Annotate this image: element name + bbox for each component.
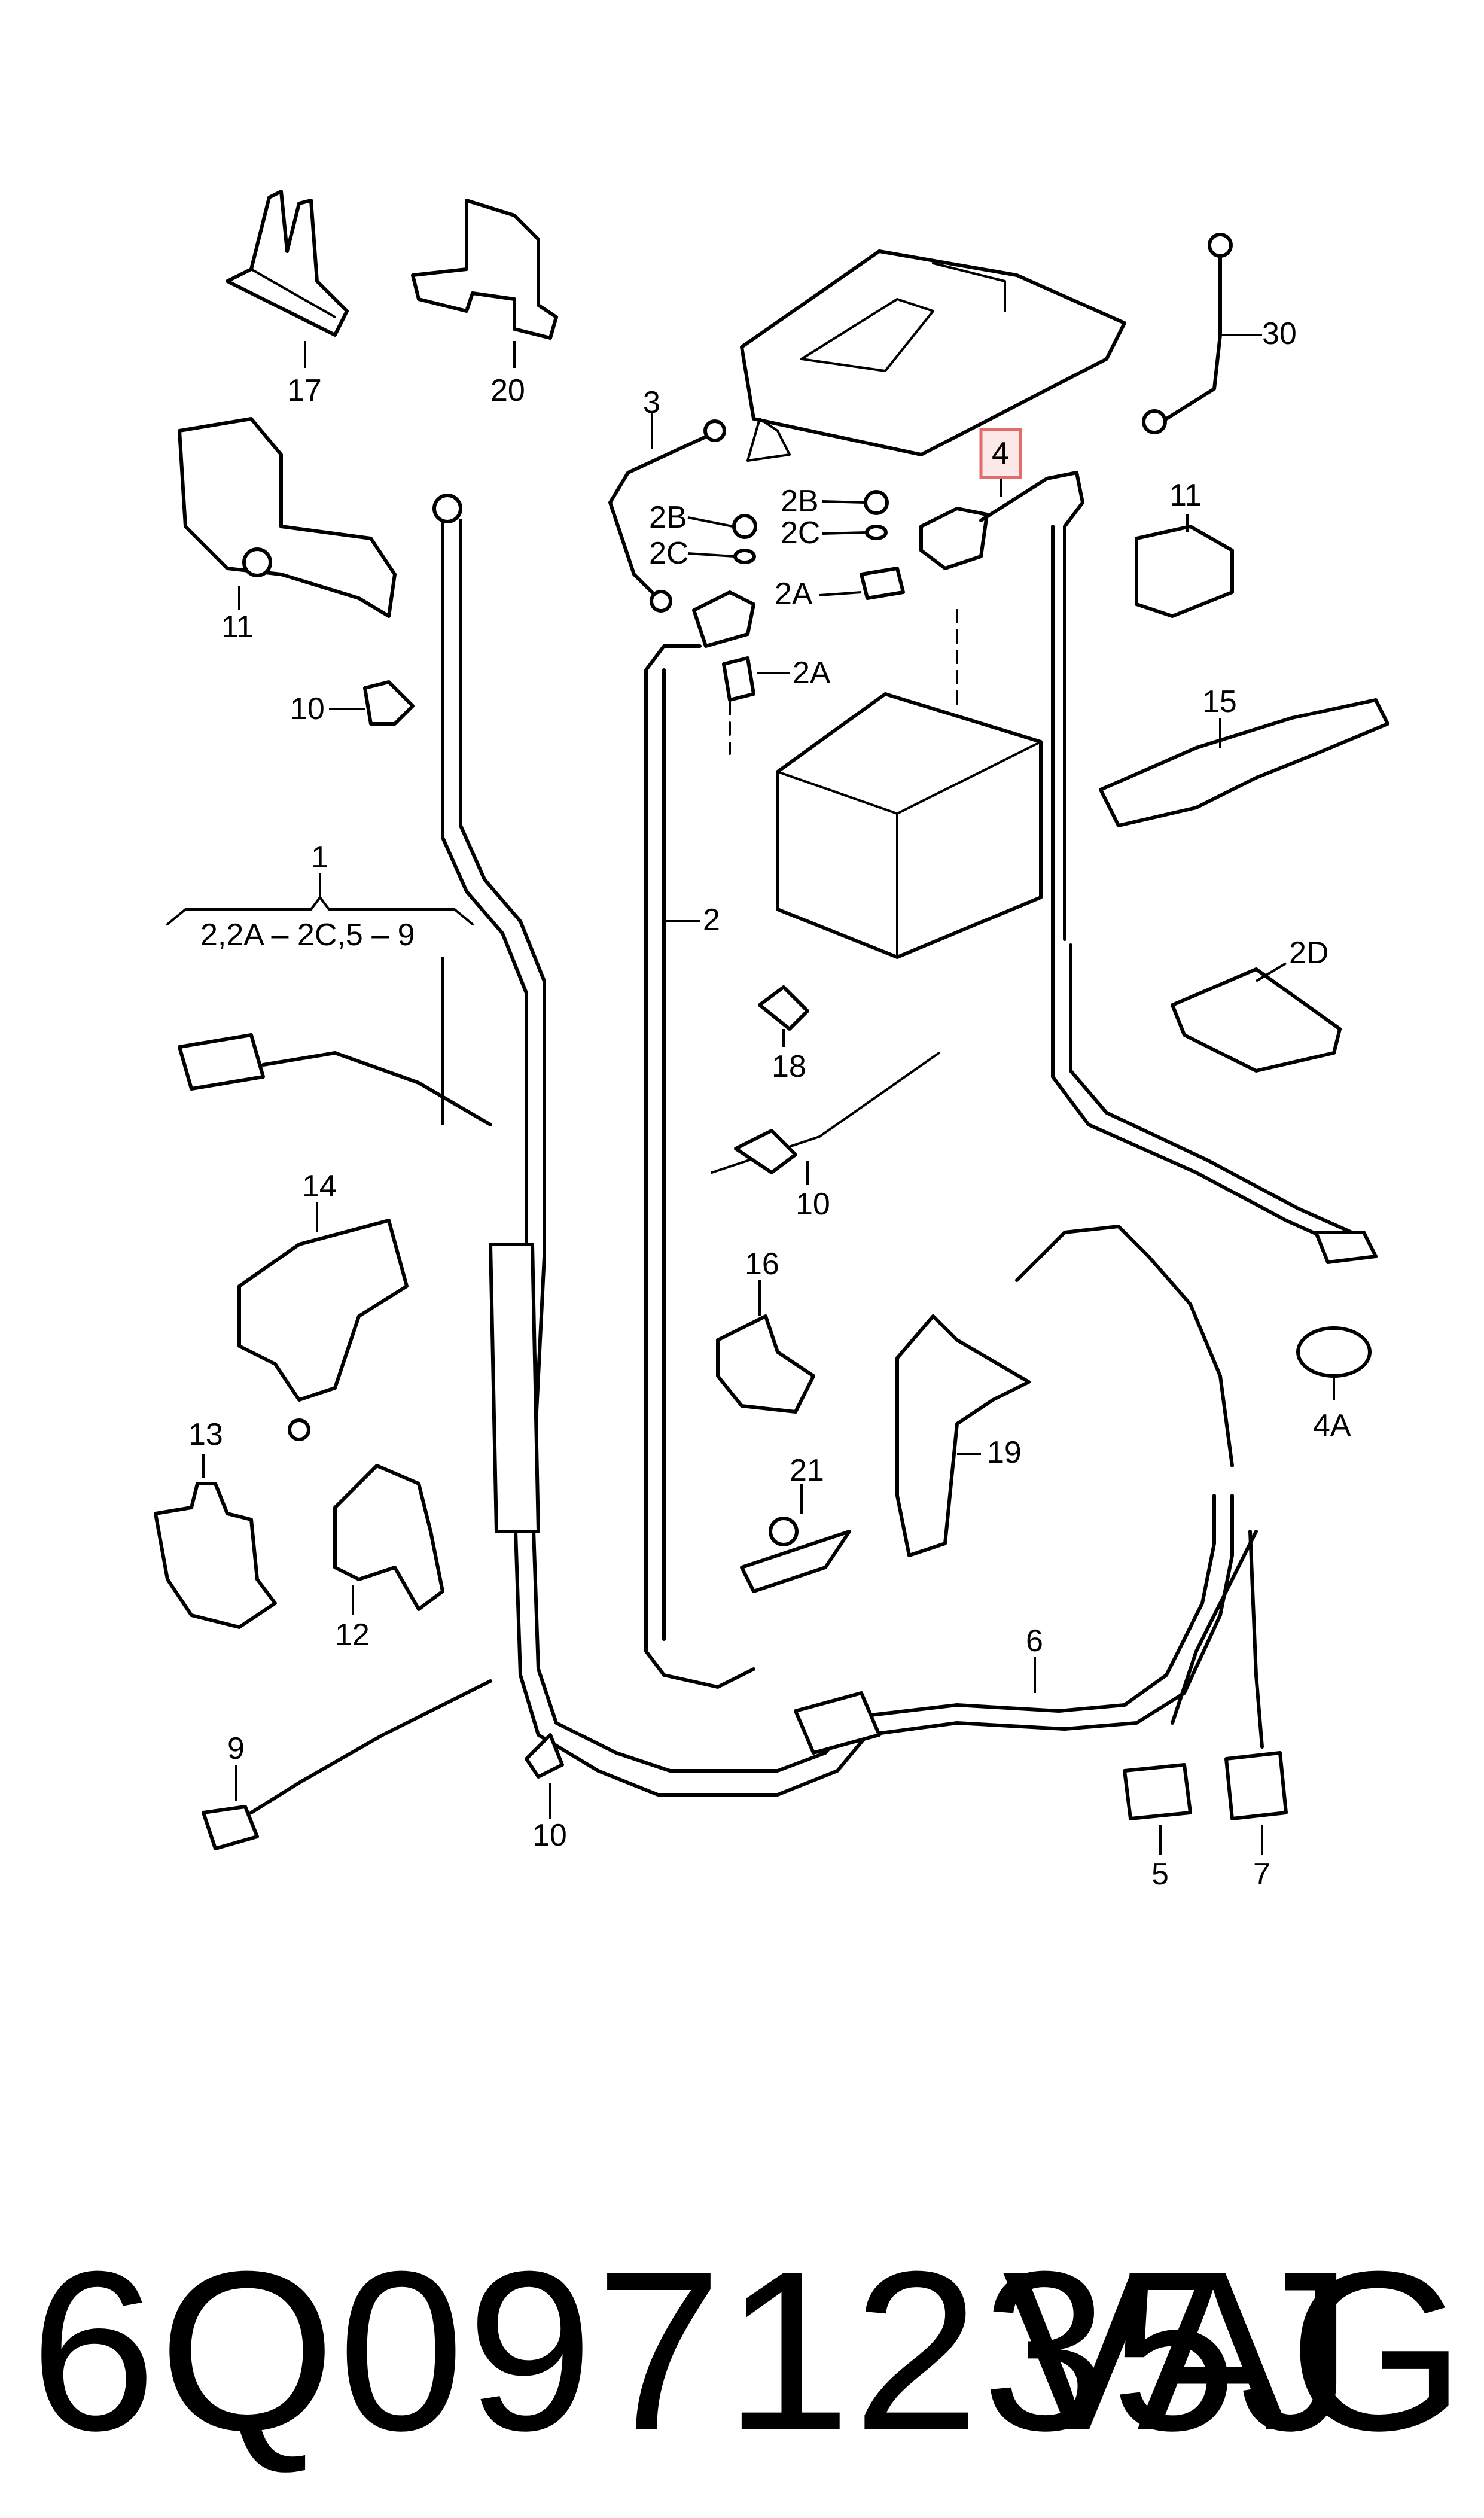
callout-2A-middle: 2A <box>793 656 831 690</box>
callout-21: 21 <box>790 1453 824 1488</box>
callout-14: 14 <box>302 1169 337 1204</box>
callout-2: 2 <box>703 903 720 937</box>
callout-4A: 4A <box>1313 1408 1351 1443</box>
part-15-bracket <box>1099 698 1389 827</box>
part-6-cable <box>794 1225 1234 1755</box>
part-7-connector <box>1224 1530 1288 1855</box>
callout-19: 19 <box>987 1435 1022 1470</box>
control-unit <box>740 249 1126 462</box>
part-4A-cap <box>1296 1326 1372 1400</box>
part-number: 6Q0971235J <box>30 2224 1356 2478</box>
callout-2D: 2D <box>1289 936 1328 970</box>
callout-11-left: 11 <box>221 610 254 644</box>
callout-12: 12 <box>335 1618 370 1652</box>
callout-1-range: 2,2A – 2C,5 – 9 <box>200 918 415 952</box>
parts-diagram: 17 20 30 3 4 11 11 2B 2C 2B 2C 2A 2A 10 … <box>154 190 1389 1892</box>
callout-10-b: 10 <box>796 1187 830 1222</box>
callout-30: 30 <box>1262 316 1297 351</box>
fastener-set-right <box>819 490 905 600</box>
callout-17: 17 <box>287 373 322 408</box>
part-13-bracket <box>154 1454 277 1629</box>
callout-16: 16 <box>745 1247 779 1281</box>
part-4-terminal-cable <box>919 428 1084 947</box>
part-9-sensor <box>202 1679 492 1850</box>
callout-11-right: 11 <box>1169 478 1202 513</box>
fastener-set-left <box>687 514 757 564</box>
callout-15: 15 <box>1202 684 1237 719</box>
part-11-cap-right <box>1135 514 1234 618</box>
callout-2C-left: 2C <box>649 536 688 571</box>
harness-connector-left <box>178 1033 492 1126</box>
part-21-grommet <box>740 1484 851 1593</box>
part-16-clip <box>716 1280 815 1414</box>
part-19-bracket <box>895 1314 1031 1557</box>
part-11-cover-left <box>178 417 397 618</box>
callout-2C-right: 2C <box>781 516 820 550</box>
part-2-cable <box>644 590 790 1689</box>
part-20-bracket <box>411 199 558 368</box>
part-5-connector <box>1123 1530 1258 1855</box>
callout-6: 6 <box>1026 1624 1043 1658</box>
part-30-cable <box>1142 233 1262 434</box>
part-10-cable-tie <box>711 1052 940 1185</box>
part-17-bracket <box>226 190 349 368</box>
callout-4: 4 <box>992 436 1009 471</box>
footer: 6Q0971235J VAG <box>30 2225 1465 2477</box>
positive-cable-right <box>1051 943 1378 1264</box>
callout-13: 13 <box>188 1417 223 1452</box>
callout-2B-left: 2B <box>649 500 687 535</box>
brand-name: VAG <box>1002 2224 1465 2478</box>
part-2D-cover <box>1171 962 1342 1073</box>
part-14-bracket <box>237 1202 409 1441</box>
diagram-canvas: 17 20 30 3 4 11 11 2B 2C 2B 2C 2A 2A 10 … <box>154 190 1389 1892</box>
callout-18: 18 <box>772 1049 806 1084</box>
callout-1: 1 <box>311 840 328 875</box>
callout-labels: 17 20 30 3 4 11 11 2B 2C 2B 2C 2A 2A 10 … <box>188 316 1351 1892</box>
part-18-clip <box>758 985 809 1047</box>
battery <box>729 609 1043 959</box>
callout-9: 9 <box>227 1731 245 1766</box>
part-3-strap <box>608 413 726 613</box>
part-12-bracket <box>333 1464 444 1615</box>
callout-2B-right: 2B <box>781 484 819 519</box>
callout-10-c: 10 <box>532 1818 567 1853</box>
callout-5: 5 <box>1151 1857 1169 1892</box>
callout-7: 7 <box>1253 1857 1270 1892</box>
callout-20: 20 <box>490 373 525 408</box>
part-10-clip-b <box>525 1733 564 1819</box>
callout-2A-right: 2A <box>775 577 813 611</box>
part-10-clip-a <box>329 680 415 726</box>
main-harness <box>432 494 1234 1797</box>
callout-3: 3 <box>643 385 660 420</box>
callout-10-a: 10 <box>290 692 325 726</box>
